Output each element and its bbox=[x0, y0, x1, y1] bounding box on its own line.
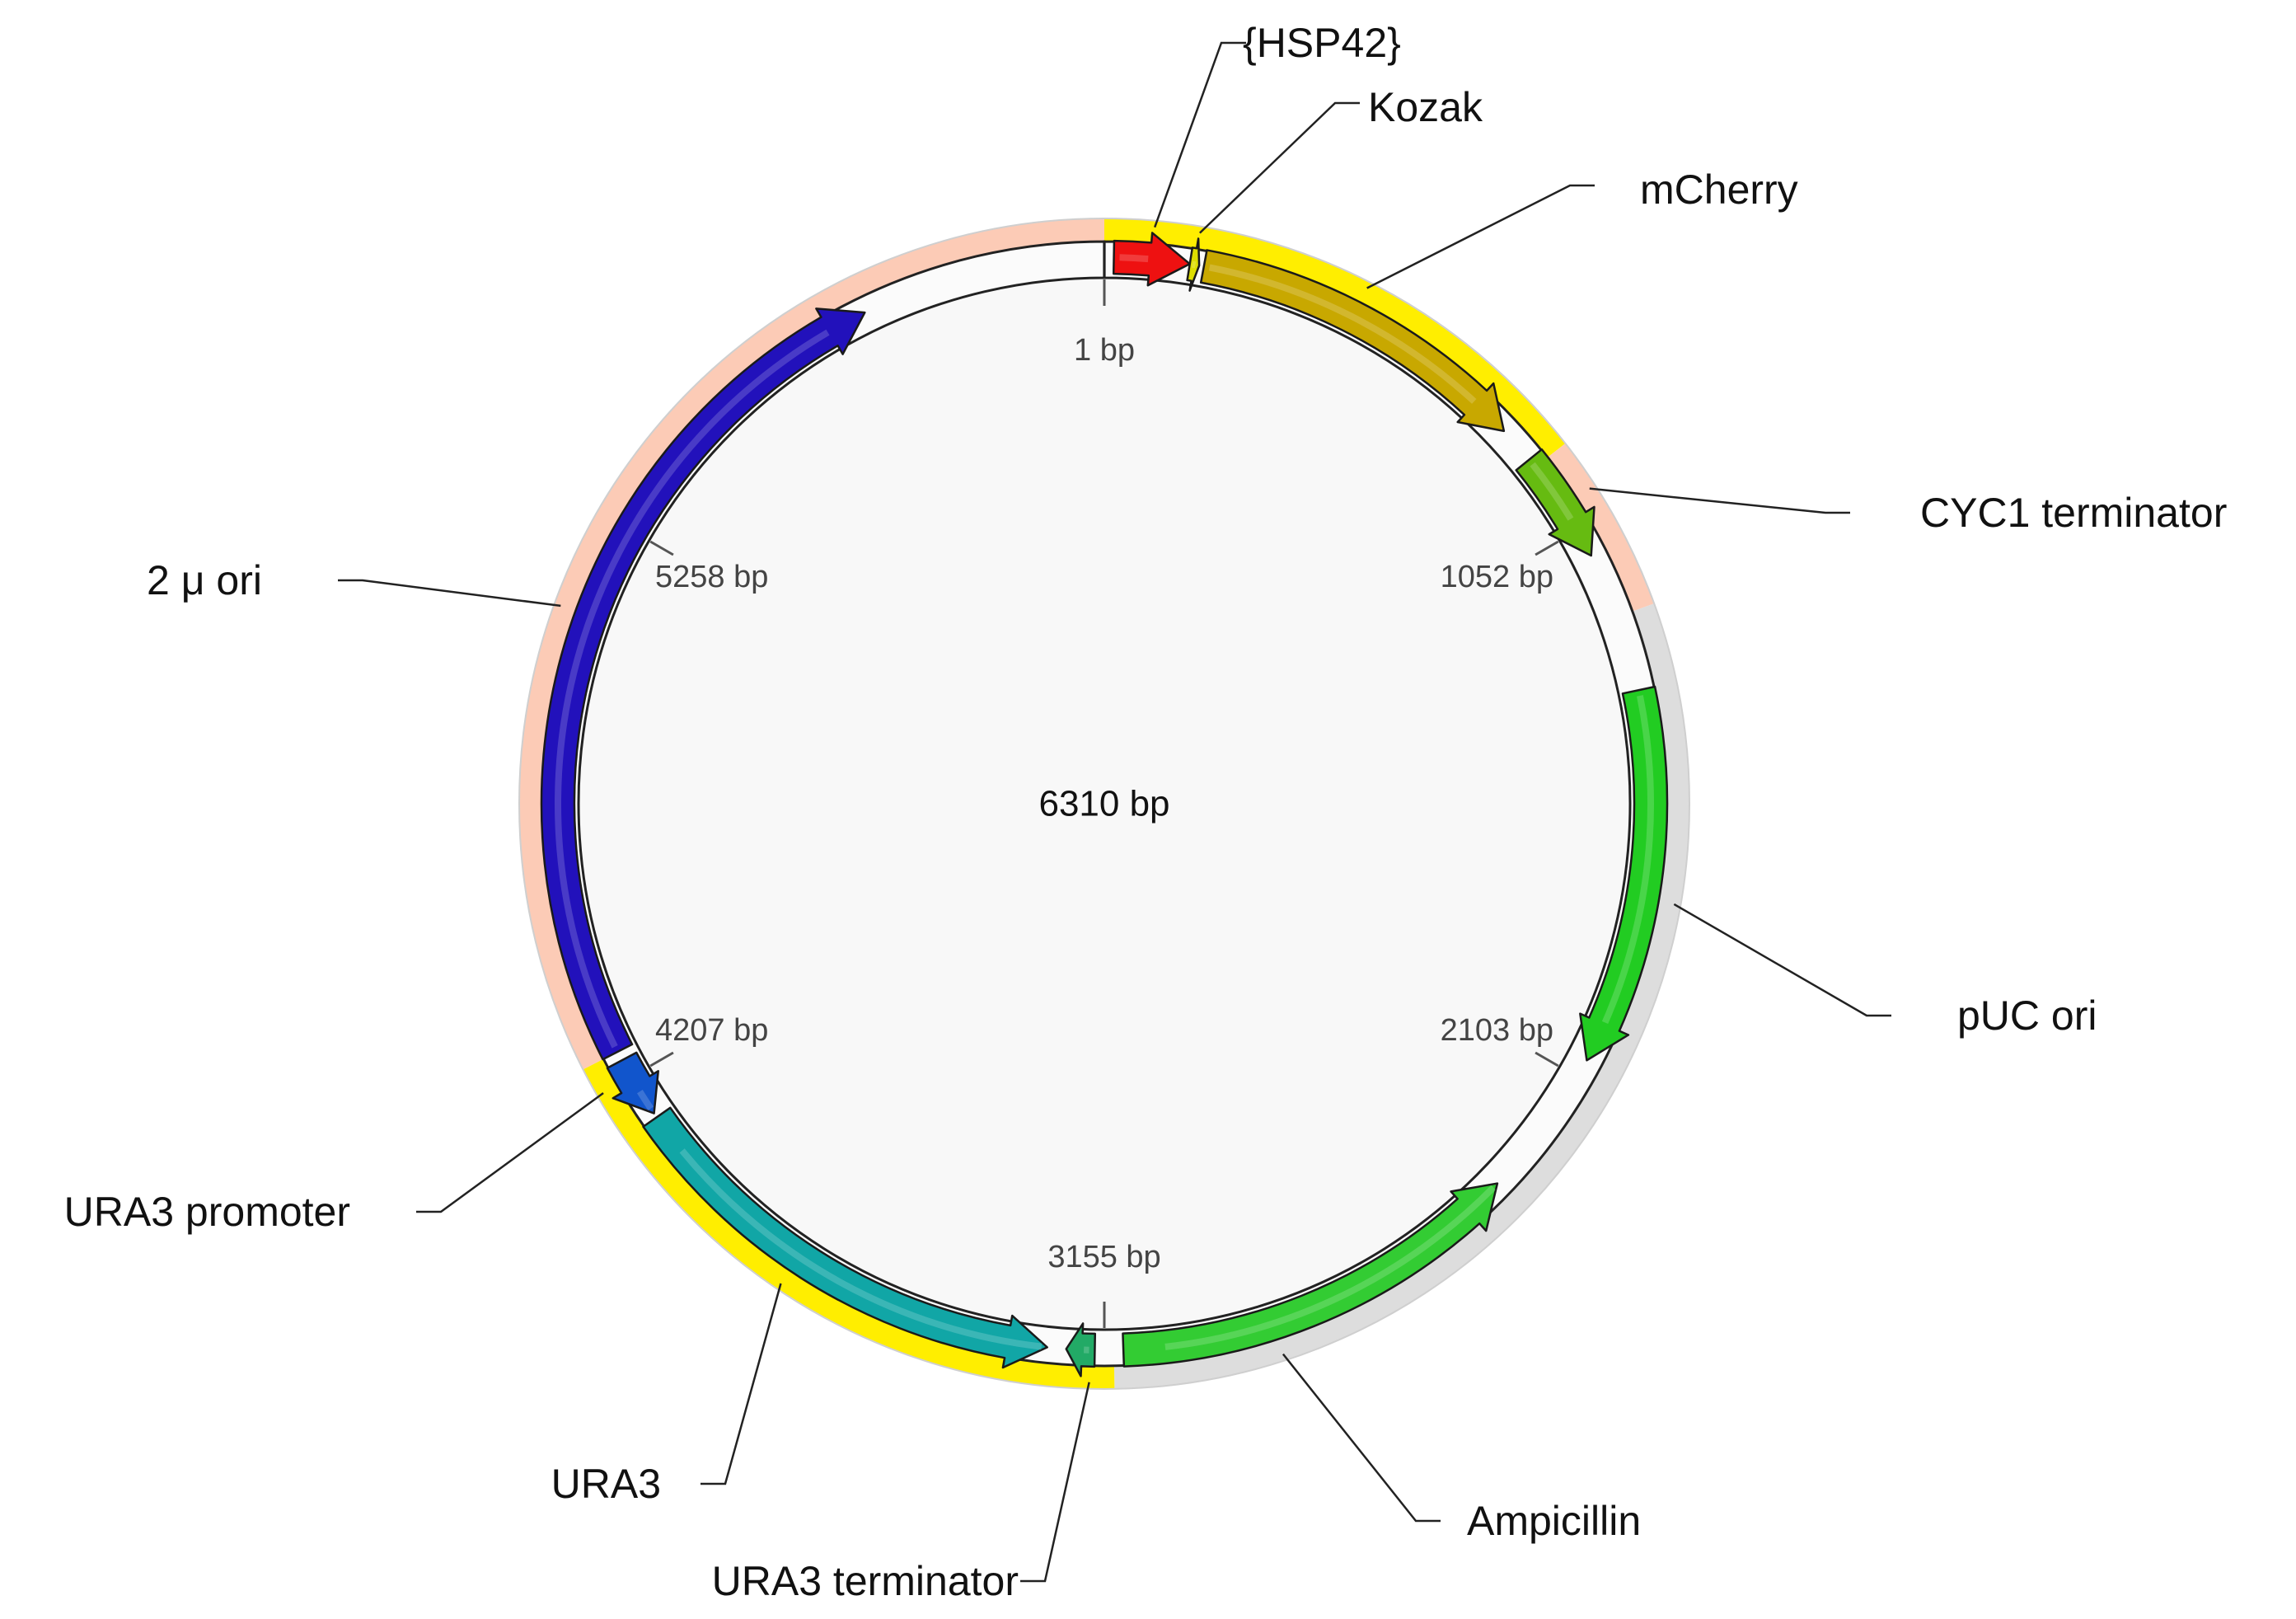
leader-puc-ori bbox=[1673, 903, 1891, 1017]
region-band-4 bbox=[519, 218, 1104, 1070]
leader-kozak bbox=[1198, 101, 1360, 234]
feature-highlight-cyc1-terminator bbox=[1530, 462, 1574, 521]
feature-arrow-ura3-terminator bbox=[1065, 1322, 1097, 1377]
feature-arrow-kozak bbox=[1186, 237, 1201, 292]
feature-label-kozak: Kozak bbox=[1368, 84, 1483, 130]
leader-ura3-promoter bbox=[416, 1091, 604, 1213]
feature-label-mcherry: mCherry bbox=[1640, 167, 1798, 213]
feature-highlight-puc-ori bbox=[1601, 695, 1654, 1025]
feature-arrow-2-ori bbox=[540, 307, 866, 1061]
tick-label-1: 1052 bp bbox=[1441, 560, 1553, 594]
feature-highlight-ura3-promoter bbox=[636, 1090, 654, 1111]
backbone-strand bbox=[541, 240, 1668, 1368]
leader-hsp42 bbox=[1154, 41, 1246, 228]
tick-mark-5 bbox=[649, 540, 674, 556]
tick-mark-4 bbox=[649, 1051, 674, 1068]
feature-label-puc-ori: pUC ori bbox=[1957, 993, 2097, 1039]
leader-cyc1-terminator bbox=[1589, 487, 1850, 514]
feature-highlight-kozak bbox=[1191, 260, 1197, 269]
leader-2-ori bbox=[338, 579, 561, 608]
plasmid-backbone bbox=[541, 240, 1668, 1368]
position-ticks: 1 bp 1052 bp 2103 bp 3155 bp 4207 bp 5258 bp bbox=[649, 279, 1559, 1328]
leader-mcherry bbox=[1366, 184, 1595, 289]
feature-arrow-cyc1-terminator bbox=[1515, 448, 1595, 557]
feature-label-hsp42: {HSP42} bbox=[1243, 20, 1401, 66]
tick-mark-1 bbox=[1535, 540, 1559, 556]
feature-label-2-ori: 2 μ ori bbox=[147, 557, 262, 603]
feature-label-ampicillin: Ampicillin bbox=[1467, 1498, 1641, 1544]
feature-leaders bbox=[338, 41, 1891, 1583]
tick-label-3: 3155 bp bbox=[1047, 1240, 1160, 1274]
feature-label-ura3: URA3 bbox=[551, 1461, 661, 1507]
feature-highlight-ura3-terminator bbox=[1083, 1346, 1089, 1354]
feature-label-ura3-promoter: URA3 promoter bbox=[64, 1189, 350, 1235]
feature-arrow-ampicillin bbox=[1122, 1182, 1499, 1368]
outer-ring-edge bbox=[518, 218, 1690, 1390]
feature-arrow-hsp42 bbox=[1112, 232, 1191, 287]
feature-arrow-ura3 bbox=[642, 1106, 1048, 1369]
leader-ampicillin bbox=[1282, 1353, 1441, 1523]
feature-label-ura3-terminator: URA3 terminator bbox=[712, 1558, 1019, 1604]
tick-label-0: 1 bp bbox=[1074, 333, 1135, 368]
tick-mark-2 bbox=[1535, 1051, 1559, 1068]
plasmid-center bbox=[575, 275, 1633, 1333]
feature-arrow-puc-ori bbox=[1579, 685, 1669, 1062]
total-length-label: 6310 bp bbox=[1038, 784, 1169, 824]
feature-label-cyc1-terminator: CYC1 terminator bbox=[1920, 490, 2227, 536]
feature-arrows bbox=[540, 232, 1669, 1377]
tick-label-5: 5258 bp bbox=[655, 560, 768, 594]
tick-label-4: 4207 bp bbox=[655, 1013, 768, 1048]
tick-label-2: 2103 bp bbox=[1441, 1013, 1553, 1048]
feature-highlight-hsp42 bbox=[1119, 254, 1149, 263]
feature-arrow-mcherry bbox=[1199, 249, 1506, 433]
leader-ura3 bbox=[701, 1283, 782, 1485]
feature-arrow-ura3-promoter bbox=[606, 1051, 659, 1115]
leader-ura3-terminator bbox=[1020, 1382, 1090, 1583]
